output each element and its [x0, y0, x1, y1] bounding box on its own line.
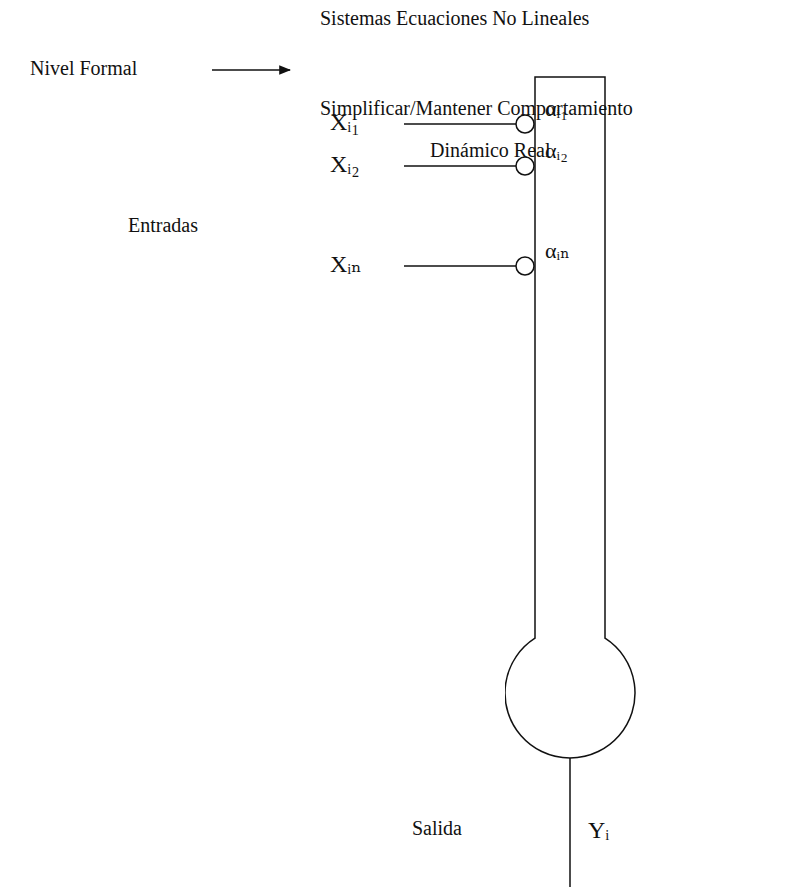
output-label: Salida — [412, 817, 462, 839]
level-arrow — [212, 69, 290, 71]
heading-text: Dinámico Real — [430, 139, 551, 161]
heading-text: Simplificar/Mantener Comportamiento — [320, 97, 633, 119]
level-label: Nivel Formal — [30, 57, 137, 79]
group-label: Entradas — [128, 214, 198, 236]
neuron-shape — [505, 77, 635, 758]
input-line — [404, 123, 516, 125]
output-line — [569, 758, 571, 887]
synapse-circle — [516, 257, 534, 275]
weight-label: αᵢₙ — [545, 239, 570, 263]
input-label: Xᵢₙ — [330, 251, 362, 277]
input-line — [404, 265, 516, 267]
heading-text: Sistemas Ecuaciones No Lineales — [320, 7, 589, 29]
neuron-outline — [505, 70, 640, 765]
neuron-body: αᵢ₁αᵢ₂αᵢₙ — [505, 70, 640, 765]
input-line — [404, 165, 516, 167]
output-label: Yᵢ — [588, 817, 609, 843]
input-label: Xᵢ₁ — [330, 109, 360, 135]
input-label: Xᵢ₂ — [330, 151, 360, 177]
